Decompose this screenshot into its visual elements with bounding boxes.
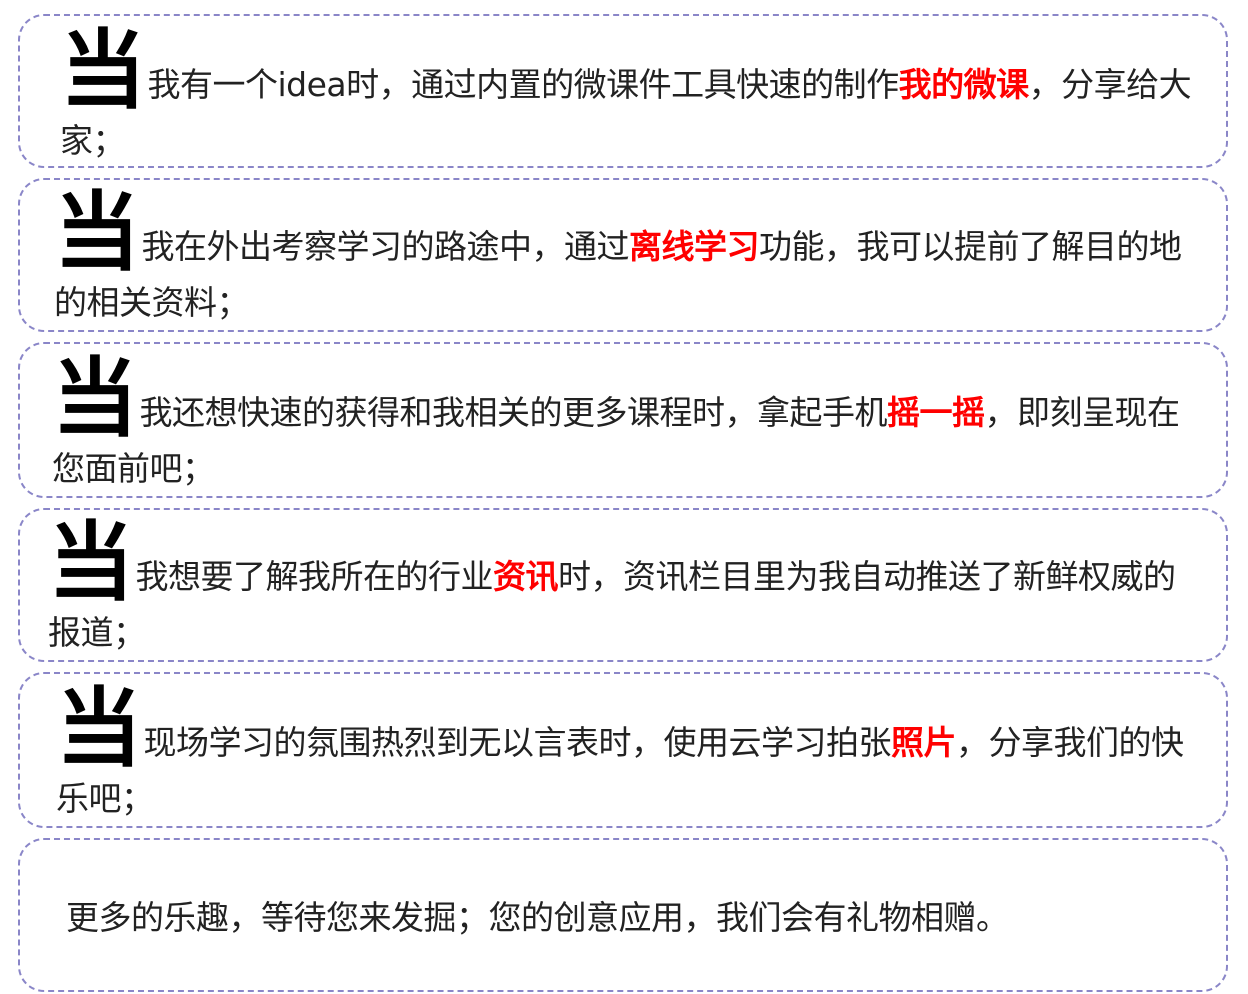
footer-card: 更多的乐趣，等待您来发掘；您的创意应用，我们会有礼物相赠。 — [18, 838, 1228, 992]
scenario-text-2: 当我在外出考察学习的路途中，通过离线学习功能，我可以提前了解目的地的相关资料； — [54, 190, 1202, 331]
scenario-card-1: 当我有一个idea时，通过内置的微课件工具快速的制作我的微课，分享给大家； — [18, 14, 1228, 168]
scenario-text: 现场学习的氛围热烈到无以言表时，使用云学习拍张 — [143, 723, 892, 762]
scenario-text: 我在外出考察学习的路途中，通过 — [141, 227, 630, 266]
lead-character: 当 — [48, 513, 134, 613]
highlight-keyword: 摇一摇 — [887, 393, 985, 432]
scenario-text-3: 当我还想快速的获得和我相关的更多课程时，拿起手机摇一摇，即刻呈现在您面前吧； — [52, 356, 1202, 497]
footer-text: 更多的乐趣，等待您来发掘；您的创意应用，我们会有礼物相赠。 — [66, 898, 1009, 937]
scenario-text-end: 功能，我可以提前了解目的地的相关资料； — [54, 227, 1182, 322]
scenario-text-5: 当现场学习的氛围热烈到无以言表时，使用云学习拍张照片，分享我们的快乐吧； — [56, 686, 1202, 827]
scenario-text: 我想要了解我所在的行业 — [135, 557, 494, 596]
highlight-keyword: 我的微课 — [898, 65, 1030, 104]
scenario-text-1: 当我有一个idea时，通过内置的微课件工具快速的制作我的微课，分享给大家； — [60, 28, 1202, 169]
scenario-text: 我有一个idea时，通过内置的微课件工具快速的制作 — [147, 65, 900, 104]
highlight-keyword: 离线学习 — [629, 227, 760, 266]
scenario-card-2: 当我在外出考察学习的路途中，通过离线学习功能，我可以提前了解目的地的相关资料； — [18, 178, 1228, 332]
scenario-card-5: 当现场学习的氛围热烈到无以言表时，使用云学习拍张照片，分享我们的快乐吧； — [18, 672, 1228, 828]
lead-character: 当 — [54, 183, 140, 283]
lead-character: 当 — [52, 349, 138, 449]
scenario-text: 我还想快速的获得和我相关的更多课程时，拿起手机 — [139, 393, 888, 432]
scenario-text-end: ，即刻呈现在您面前吧； — [52, 393, 1180, 488]
scenario-text-4: 当我想要了解我所在的行业资讯时，资讯栏目里为我自动推送了新鲜权威的报道； — [48, 520, 1202, 661]
lead-character: 当 — [56, 679, 142, 779]
highlight-keyword: 资讯 — [493, 557, 559, 596]
scenario-text-end: 时，资讯栏目里为我自动推送了新鲜权威的报道； — [48, 557, 1176, 652]
lead-character: 当 — [60, 21, 146, 121]
scenario-card-3: 当我还想快速的获得和我相关的更多课程时，拿起手机摇一摇，即刻呈现在您面前吧； — [18, 342, 1228, 498]
highlight-keyword: 照片 — [891, 723, 957, 762]
scenario-text-end: ，分享给大家； — [60, 65, 1192, 160]
scenario-text-end: ，分享我们的快乐吧； — [56, 723, 1184, 818]
scenario-card-4: 当我想要了解我所在的行业资讯时，资讯栏目里为我自动推送了新鲜权威的报道； — [18, 508, 1228, 662]
